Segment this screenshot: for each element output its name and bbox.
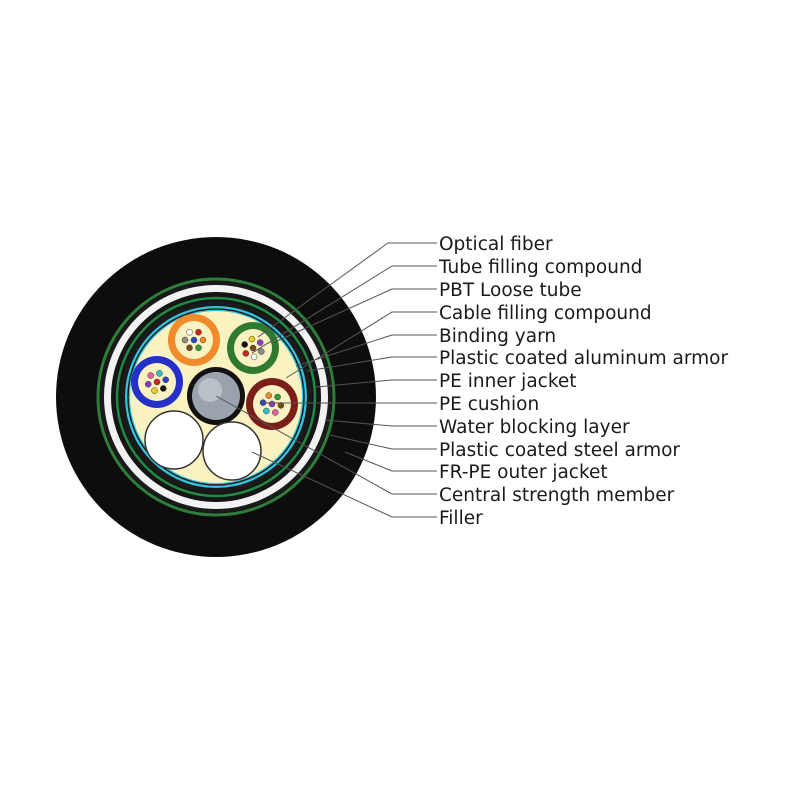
leader-line-filler	[251, 451, 437, 518]
optical-fiber	[263, 407, 270, 415]
leader-line-pe-inner-jacket	[315, 379, 437, 388]
optical-fiber	[274, 393, 281, 401]
label-pe-cushion: PE cushion	[439, 394, 539, 415]
label-fr-pe-outer-jacket: FR-PE outer jacket	[439, 462, 608, 483]
optical-fiber	[190, 336, 198, 344]
optical-fiber	[181, 336, 189, 344]
leader-line-optical-fiber	[257, 242, 437, 338]
optical-fiber	[242, 350, 250, 357]
central-strength-member-highlight	[198, 378, 222, 402]
leader-line-pbt-loose-tube	[274, 288, 437, 343]
label-water-blocking-layer: Water blocking layer	[439, 417, 630, 438]
optical-fiber	[156, 370, 163, 377]
label-pbt-loose-tube: PBT Loose tube	[439, 280, 582, 301]
label-binding-yarn: Binding yarn	[439, 326, 556, 347]
optical-fiber	[250, 353, 258, 361]
optical-fiber	[268, 400, 276, 408]
leader-lines	[215, 242, 437, 518]
plastic-coated-aluminum-armor	[115, 296, 317, 498]
leader-line-central-strength-member	[215, 395, 437, 495]
leader-line-cable-filling-compound	[285, 311, 437, 379]
optical-fiber	[241, 341, 248, 348]
leader-line-plastic-coated-steel-armor	[329, 434, 437, 450]
optical-fiber	[147, 372, 154, 379]
optical-fiber	[195, 344, 202, 352]
optical-fiber	[145, 380, 152, 388]
component-labels: Optical fiber Tube filling compound PBT …	[438, 234, 728, 529]
binding-yarn-edge	[127, 308, 305, 486]
label-central-strength-member: Central strength member	[439, 485, 675, 506]
plastic-coated-steel-armor	[96, 277, 336, 517]
optical-fiber	[277, 402, 285, 409]
optical-fiber	[199, 336, 207, 344]
label-cable-filling-compound: Cable filling compound	[439, 303, 652, 324]
optical-fiber	[160, 385, 167, 392]
optical-fibers	[145, 328, 285, 416]
optical-fiber	[272, 409, 279, 416]
cable-cross-section	[56, 237, 376, 557]
optical-fiber	[153, 378, 161, 386]
optical-fiber	[265, 392, 272, 399]
leader-line-fr-pe-outer-jacket	[344, 451, 437, 472]
optical-fiber	[186, 344, 193, 352]
label-plastic-coated-aluminum-armor: Plastic coated aluminum armor	[439, 348, 728, 369]
optical-fiber	[258, 348, 265, 355]
optical-fiber	[162, 376, 169, 384]
optical-fiber	[248, 335, 256, 343]
optical-fiber	[151, 387, 158, 394]
optical-fiber	[195, 328, 202, 336]
leader-line-plastic-coated-aluminum-armor	[306, 356, 437, 372]
leader-line-water-blocking-layer	[324, 419, 437, 427]
leader-line-tube-filling-compound	[251, 265, 437, 354]
filler-left	[144, 410, 204, 470]
label-pe-inner-jacket: PE inner jacket	[439, 371, 577, 392]
optical-fiber	[256, 339, 264, 346]
leader-line-binding-yarn	[295, 334, 437, 367]
label-plastic-coated-steel-armor: Plastic coated steel armor	[439, 440, 680, 461]
optical-fiber	[249, 344, 257, 352]
label-tube-filling-compound: Tube filling compound	[438, 257, 642, 278]
label-optical-fiber: Optical fiber	[439, 234, 553, 255]
optical-fiber	[186, 328, 193, 336]
filler-right	[202, 421, 262, 481]
label-filler: Filler	[439, 508, 483, 529]
